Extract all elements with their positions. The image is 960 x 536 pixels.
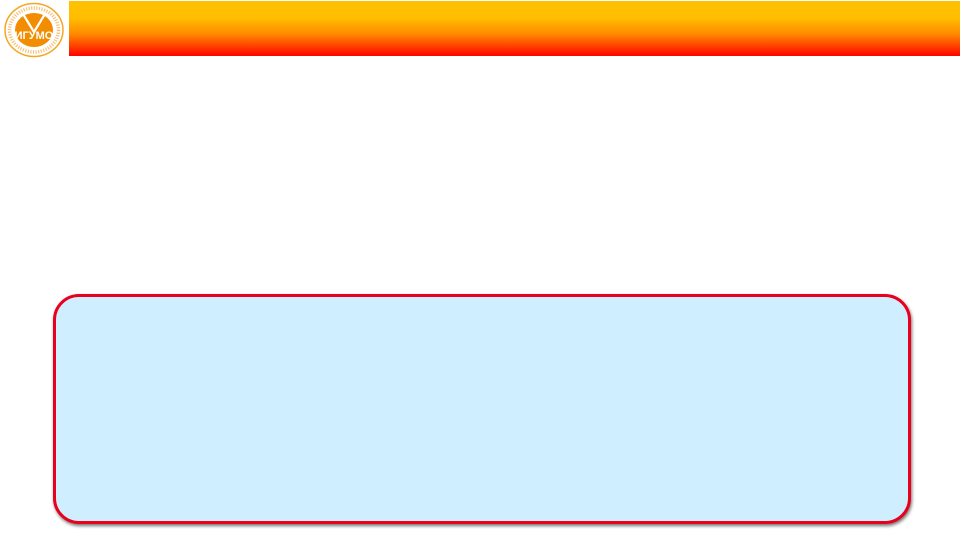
- logo: ИГУМО: [3, 2, 65, 58]
- content-box: [53, 294, 911, 524]
- logo-text: ИГУМО: [15, 30, 54, 42]
- header-bar: [69, 1, 960, 56]
- igumo-logo-icon: ИГУМО: [4, 2, 64, 58]
